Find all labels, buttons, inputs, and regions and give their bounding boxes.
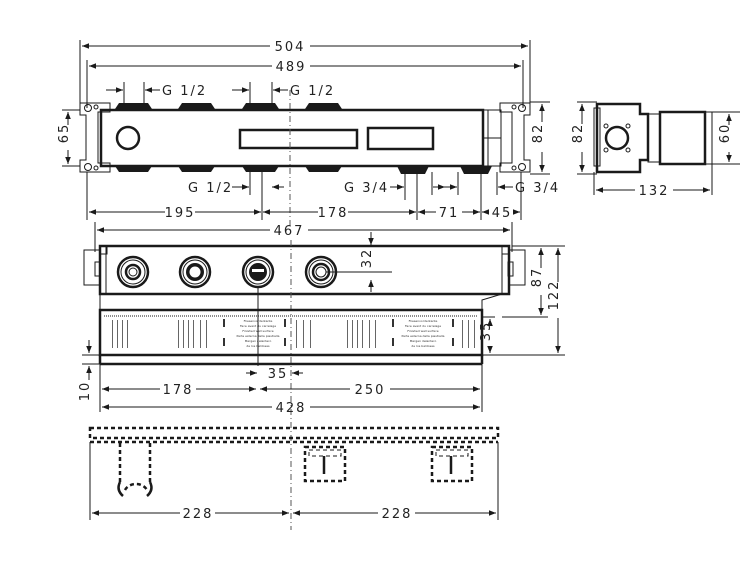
dim-35-gap-label: 35 (268, 367, 289, 382)
dim-32-label: 32 (360, 248, 375, 269)
side-view: 82 60 132 (571, 101, 740, 199)
front-view: 467 (78, 222, 565, 530)
dim-thread-bottom-mid: G 3/4 (344, 172, 459, 220)
plaster-label-right: Fliesenvorderkante Face avant du carrela… (392, 319, 454, 348)
dim-132-label: 132 (639, 184, 670, 199)
dim-228-left: 228 (92, 507, 289, 522)
dim-thread-bottom-right: G 3/4 (480, 172, 560, 220)
bottom-view: 228 228 (88, 426, 500, 522)
dim-489-label: 489 (276, 60, 307, 75)
dim-504: 504 (82, 40, 528, 55)
dim-467: 467 (97, 224, 510, 239)
svg-text:Margen delantero: Margen delantero (410, 339, 437, 343)
svg-text:Parte esterna della piastrella: Parte esterna della piastrella (236, 334, 279, 338)
plaster-label-left: Fliesenvorderkante Face avant du carrela… (223, 319, 286, 348)
front-housing (98, 244, 511, 296)
port-2 (178, 255, 212, 289)
dim-467-label: 467 (274, 224, 305, 239)
dim-60-label: 60 (718, 123, 733, 144)
dim-60: 60 (712, 111, 740, 165)
svg-text:de los baldosas: de los baldosas (411, 344, 435, 348)
dim-504-label: 504 (275, 40, 306, 55)
thread-bottom-left-label: G 1/2 (188, 181, 233, 196)
dim-65: 65 (57, 109, 80, 167)
svg-text:Face avant du carrelage: Face avant du carrelage (405, 324, 441, 328)
svg-text:Fliesenvorderkante: Fliesenvorderkante (244, 319, 273, 323)
svg-text:Finished wall surface: Finished wall surface (407, 329, 438, 333)
dim-thread-top-left: G 1/2 (106, 82, 207, 105)
dim-132: 132 (593, 164, 713, 199)
dim-228-left-label: 228 (183, 507, 214, 522)
top-housing (99, 108, 485, 168)
dim-82-top: 82 (530, 101, 550, 175)
bottom-box-mid (303, 445, 347, 483)
dim-82-side: 82 (571, 101, 597, 175)
bottom-profile-dashed (88, 426, 500, 440)
dim-35-band-label: 35 (479, 321, 494, 342)
top-view: 504 489 G 1/2 G 1/2 (57, 40, 560, 230)
dim-250: 250 (260, 383, 480, 398)
dim-82-side-label: 82 (571, 123, 586, 144)
plaster-guard (98, 308, 484, 357)
svg-text:Finished wall surface: Finished wall surface (242, 329, 273, 333)
thread-bottom-right-label: G 3/4 (515, 181, 560, 196)
dim-178-front-label: 178 (163, 383, 194, 398)
dim-82-top-label: 82 (531, 123, 546, 144)
dim-122-label: 122 (547, 280, 562, 311)
dim-71: 71 (418, 206, 480, 221)
dim-178-front: 178 (102, 383, 256, 398)
dim-32: 32 (360, 232, 375, 292)
front-clip-right (501, 245, 526, 286)
dim-thread-top-right: G 1/2 (232, 82, 335, 105)
dim-228-right-label: 228 (382, 507, 413, 522)
dim-10-label: 10 (78, 381, 93, 402)
port-4 (304, 255, 392, 289)
plaster-label-vertical-marks (112, 320, 475, 348)
thread-top-left-label: G 1/2 (162, 84, 207, 99)
dim-35-band: 35 (479, 316, 495, 353)
dim-45-label: 45 (492, 206, 513, 221)
dim-65-label: 65 (57, 123, 72, 144)
dim-428: 428 (102, 401, 480, 416)
module-slot-right (366, 126, 435, 151)
dim-195: 195 (89, 206, 261, 221)
bottom-box-right (430, 445, 474, 483)
svg-text:Face avant du carrelage: Face avant du carrelage (240, 324, 276, 328)
side-cartridge-body (658, 110, 707, 166)
thread-top-right-label: G 1/2 (290, 84, 335, 99)
svg-text:Fliesenvorderkante: Fliesenvorderkante (409, 319, 438, 323)
mounting-bracket-left (79, 102, 111, 173)
dim-71-label: 71 (439, 206, 460, 221)
dim-35-gap: 35 (246, 367, 303, 382)
dim-45: 45 (482, 206, 520, 221)
module-slot-left (238, 128, 359, 150)
thread-stubs-top (115, 103, 342, 109)
svg-text:de los baldosas: de los baldosas (246, 344, 270, 348)
svg-text:Margen delantero: Margen delantero (245, 339, 272, 343)
dim-228-right: 228 (293, 507, 496, 522)
mounting-bracket-right (499, 102, 531, 173)
dim-250-label: 250 (355, 383, 386, 398)
dim-428-label: 428 (276, 401, 307, 416)
dim-thread-bottom-left: G 1/2 (188, 172, 284, 220)
port-1 (116, 255, 150, 289)
thread-bottom-mid-label: G 3/4 (344, 181, 389, 196)
bottom-elbow-left (117, 443, 153, 497)
port-3 (241, 255, 275, 366)
cartridge-port-circle (115, 125, 141, 151)
dim-10: 10 (78, 340, 100, 401)
dim-87: 87 (502, 245, 548, 318)
dim-122: 122 (482, 245, 565, 356)
svg-text:Parte esterna della piastrella: Parte esterna della piastrella (401, 334, 444, 338)
side-inlet-circle (604, 125, 630, 151)
dim-489: 489 (89, 60, 521, 75)
dim-195-label: 195 (165, 206, 196, 221)
dim-178-top-label: 178 (318, 206, 349, 221)
dim-178-top: 178 (263, 206, 416, 221)
dim-87-label: 87 (530, 267, 545, 288)
thread-stubs-bottom (115, 166, 492, 174)
